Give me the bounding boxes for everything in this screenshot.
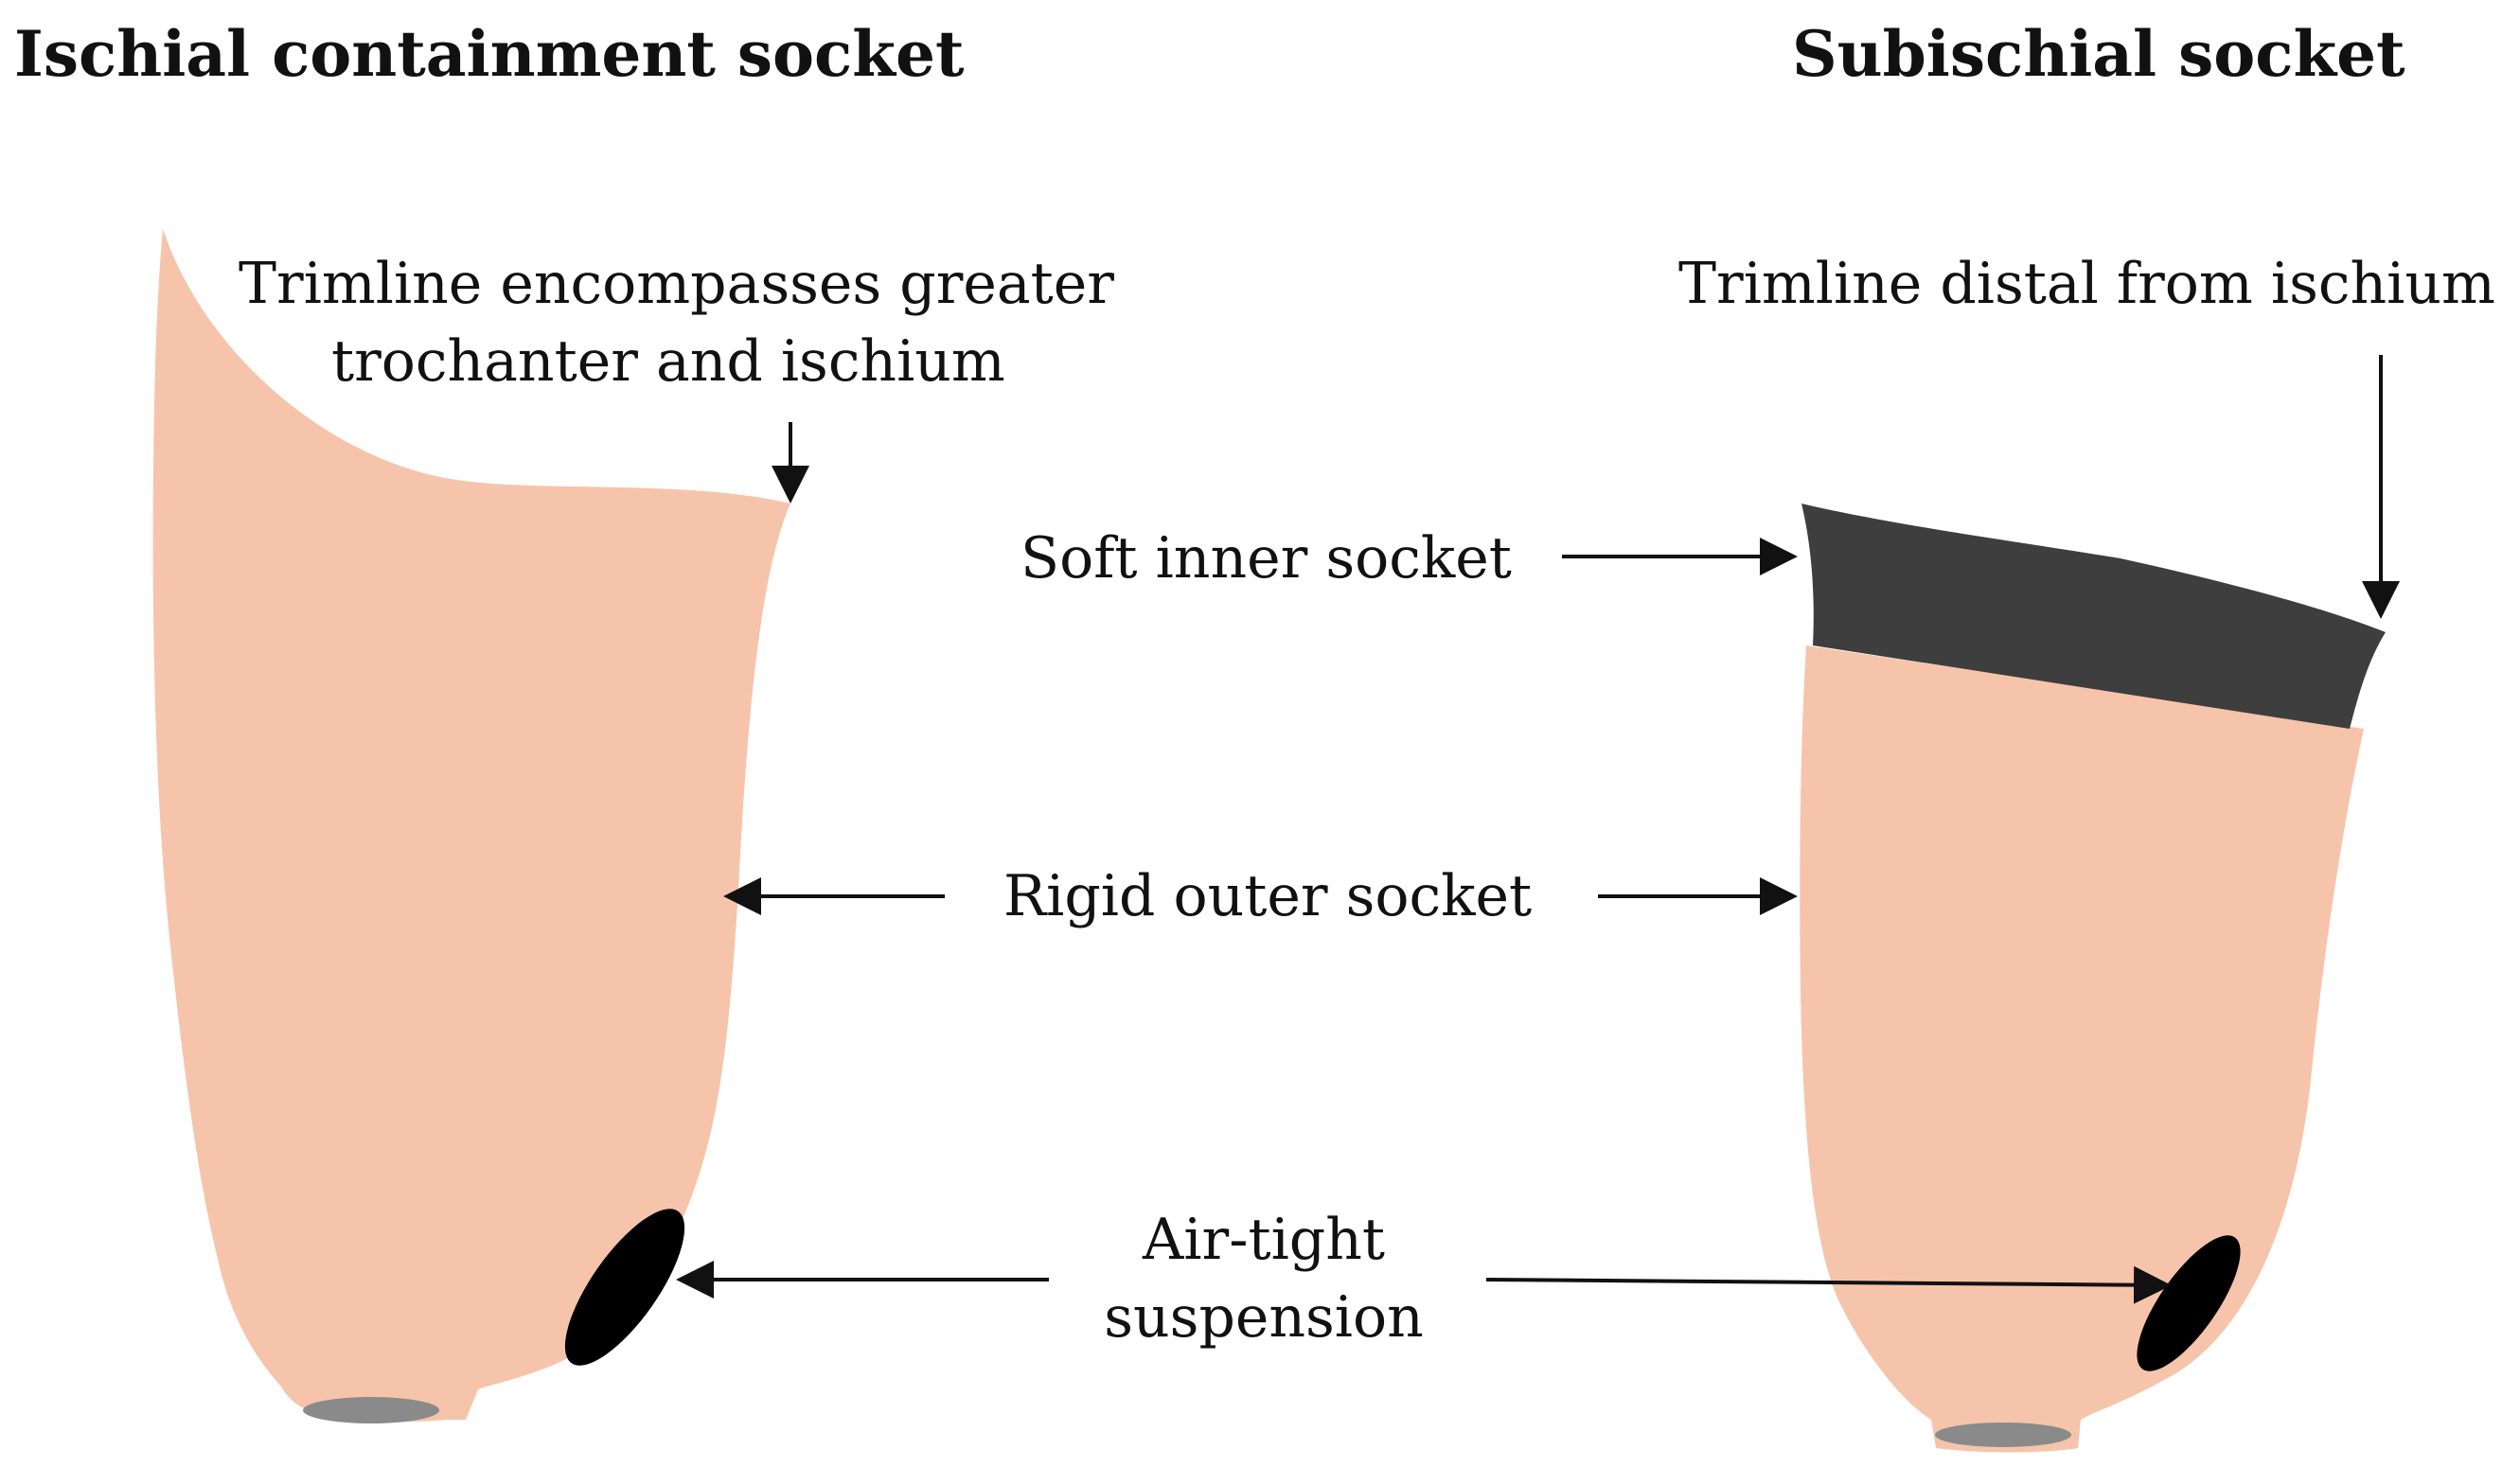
valve-left: [303, 1397, 439, 1423]
title-ischial-containment: Ischial containment socket: [14, 17, 965, 91]
subischial-soft-inner-socket: [1801, 504, 2386, 729]
title-subischial: Subischial socket: [1792, 17, 2405, 91]
label-rigid-outer-socket: Rigid outer socket: [1003, 863, 1532, 929]
label-trimline-left-line2: trochanter and ischium: [331, 328, 1005, 395]
label-air-tight-line1: Air-tight: [1142, 1207, 1385, 1273]
label-trimline-right: Trimline distal from ischium: [1678, 251, 2495, 317]
air-tight-seal-right: [2137, 1235, 2241, 1371]
arrow-air-tight-right: [1485, 1265, 2172, 1304]
label-soft-inner-socket: Soft inner socket: [1020, 525, 1512, 592]
valve-right: [1935, 1423, 2071, 1447]
ischial-containment-socket-shell: [152, 229, 790, 1423]
label-air-tight-line2: suspension: [1104, 1284, 1424, 1351]
subischial-rigid-outer-socket: [1800, 645, 2364, 1453]
air-tight-seal-left: [564, 1209, 685, 1366]
label-trimline-left-line1: Trimline encompasses greater: [239, 251, 1114, 317]
